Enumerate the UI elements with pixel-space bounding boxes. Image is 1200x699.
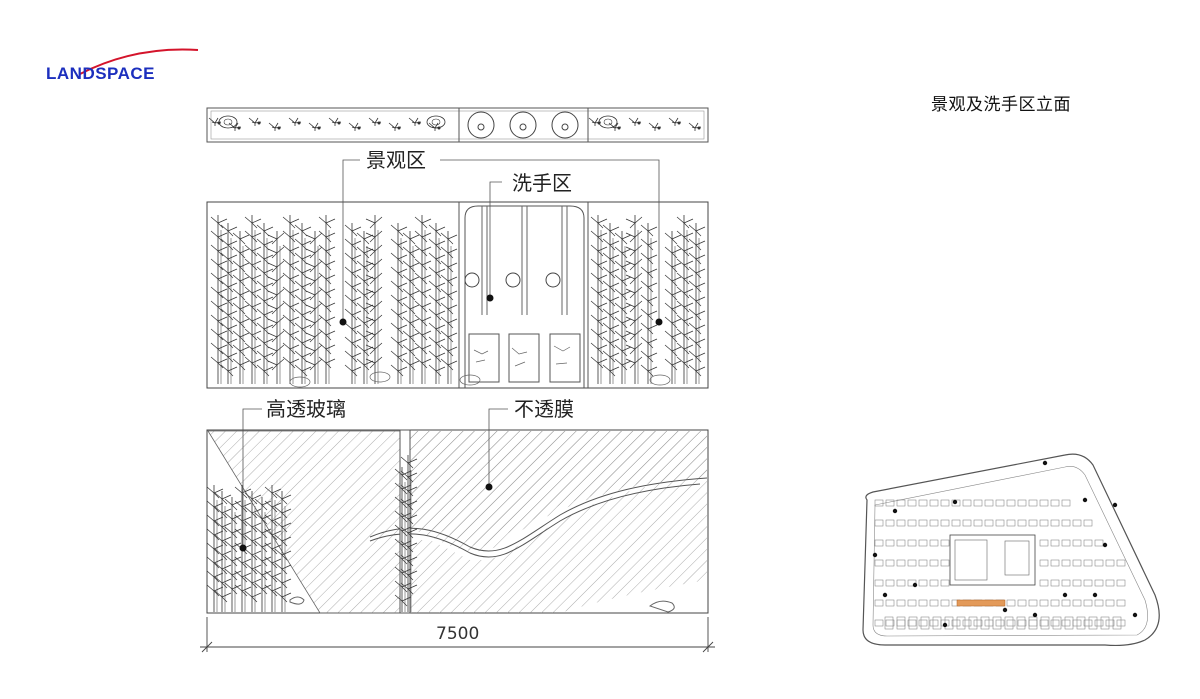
- logo-arc-icon: [79, 48, 199, 75]
- floor-plan-icon: [862, 453, 1160, 647]
- label-landscape-zone: 景观区: [364, 148, 428, 172]
- top-frieze: [206, 107, 709, 143]
- middle-elevation: [206, 201, 709, 389]
- dimension-line: [200, 617, 715, 653]
- bamboo-icon: [210, 215, 706, 388]
- label-opaque-film: 不透膜: [512, 397, 576, 421]
- label-high-clear-glass: 高透玻璃: [264, 397, 348, 421]
- page-title: 景观及洗手区立面: [931, 95, 1071, 115]
- sink-icon: [467, 111, 579, 139]
- logo-text: LANDSPACE: [46, 64, 156, 83]
- plant-frieze-icon: [208, 115, 702, 131]
- leader-lines: [242, 159, 660, 548]
- label-handwash-zone: 洗手区: [510, 171, 574, 195]
- bamboo-icon: [206, 455, 418, 612]
- dimension-value: 7500: [436, 624, 480, 644]
- bottom-elevation: [206, 429, 709, 614]
- leader-dots: [239, 294, 663, 552]
- brand-logo: LANDSPACE: [40, 44, 210, 88]
